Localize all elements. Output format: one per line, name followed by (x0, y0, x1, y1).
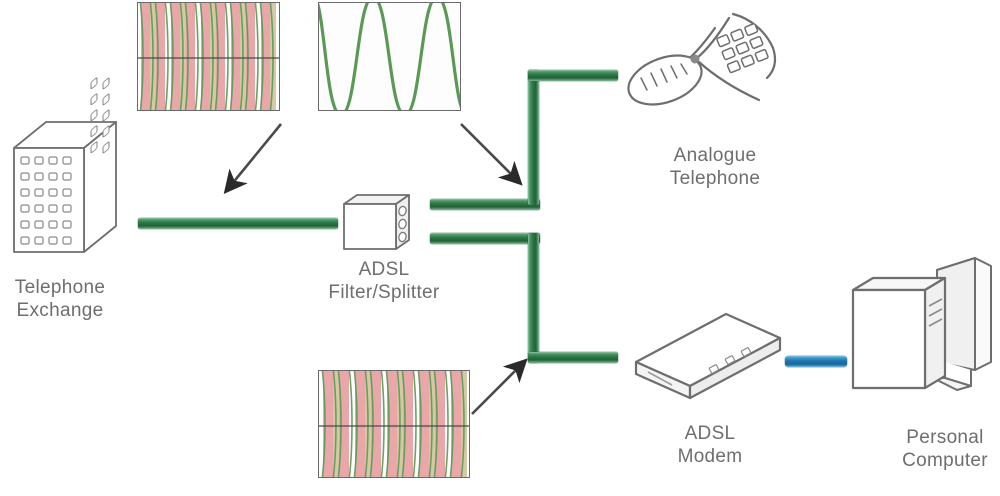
modem-to-computer-cable (785, 356, 847, 367)
combined-signal-waveform (137, 2, 280, 111)
telephone-icon (625, 4, 785, 129)
splitter-to-telephone-cable-segment-a (430, 199, 540, 210)
splitter-to-telephone-cable-segment-b (528, 70, 539, 205)
office-building-icon (6, 77, 124, 258)
adsl-filter-splitter-label: ADSL Filter/Splitter (328, 259, 440, 303)
telephone-exchange-label: Telephone Exchange (14, 277, 106, 321)
splitter-to-modem-cable-segment-c (528, 352, 618, 363)
exchange-to-splitter-cable (138, 218, 338, 229)
splitter-to-telephone-cable-segment-c (528, 70, 618, 81)
adsl-data-waveform (318, 370, 470, 478)
adsl-modem-label: ADSL Modem (677, 423, 743, 467)
desktop-computer-icon (845, 257, 995, 418)
voice-signal-arrow (455, 120, 550, 205)
analogue-telephone-label: Analogue Telephone (669, 145, 761, 189)
splitter-to-modem-cable-segment-a (430, 233, 540, 244)
analogue-voice-waveform (318, 2, 461, 111)
modem-icon (614, 308, 794, 400)
splitter-box-icon (339, 192, 417, 254)
personal-computer-label: Personal Computer (902, 427, 988, 471)
data-signal-arrow (468, 350, 548, 422)
combined-signal-arrow (205, 120, 295, 205)
splitter-to-modem-cable-segment-b (528, 233, 539, 363)
